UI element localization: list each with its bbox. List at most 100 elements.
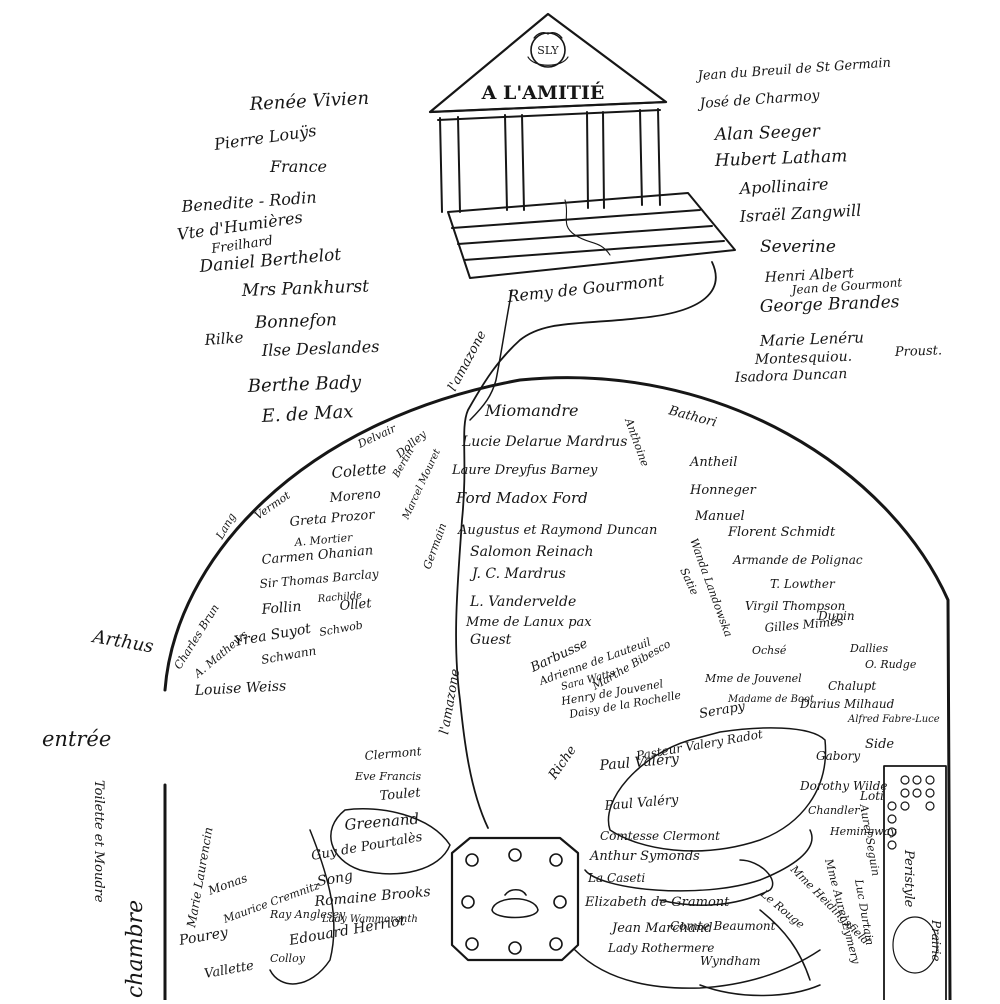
right-name-7: Henri Albert [763,265,854,286]
dome-name-48: Alfred Fabre-Luce [847,714,940,725]
dome-name-44: Dallies [849,642,888,655]
lower-name-35: Hemingway [829,825,897,838]
dome-name-14: Greta Prozor [289,508,376,530]
dome-name-12: Colette [331,459,388,482]
lower-name-1: Serapy [698,699,747,722]
dome-name-36: Manuel [694,509,745,524]
lower-name-19: Romaine Brooks [313,884,431,910]
left-name-0: Renée Vivien [248,88,369,115]
dome-name-4: Augustus et Raymond Duncan [457,523,657,538]
lower-name-33: Side [865,737,894,752]
lower-name-10: Elizabeth de Gramont [584,895,730,910]
dome-name-33: Bathori [666,403,718,430]
lower-name-2: Pasteur Valery Radot [634,727,764,763]
right-name-11: Montesquiou. [754,349,853,368]
lower-name-4: Dorothy Wilde [799,779,888,793]
left-name-10: Ilse Deslandes [260,337,379,360]
lower-name-16: Eve Francis [354,770,421,783]
dome-name-24: Louise Weiss [193,678,286,699]
amazone-path-upper [469,289,513,421]
dome-name-3: Ford Madox Ford [455,489,588,507]
temple-emblem-wreath [530,32,566,68]
temple-architrave [429,101,667,121]
dome-name-34: Antheil [689,455,737,470]
lower-name-13: Comte Beaumont [670,919,776,933]
left-name-2: France [269,157,327,176]
lower-name-6: Paul Valéry [603,793,680,815]
right-name-1: José de Charmoy [696,88,821,113]
dome-name-35: Honneger [689,483,757,498]
temple-emblem-text: SLY [537,44,559,57]
lower-name-40: Aurel Seguin [857,802,883,877]
left-name-11: Berthe Bady [246,372,362,397]
dome-name-50: Satie [677,566,701,598]
dome-name-13: Moreno [328,487,382,507]
temple-inscription: A L'AMITIÉ [481,81,605,104]
dome-name-20: Ollet [339,596,373,614]
dome-name-43: Ochsé [752,644,787,657]
dome-name-27: Lang [213,511,239,543]
dome-name-18: Rachilde [316,590,362,605]
right-name-10: Marie Lenéru [759,328,865,350]
lower-name-5: Chandler [808,804,860,817]
central-fountain [450,836,580,962]
lower-name-27: Ray Anglesey [269,908,346,921]
lower-name-3: Gabory [816,749,860,763]
amazone-path [455,261,717,829]
dome-name-39: T. Lowther [770,577,836,591]
dome-name-45: O. Rudge [865,658,917,671]
dome-name-2: Laure Dreyfus Barney [451,463,598,478]
label-chambre: chambre [123,900,148,998]
lower-name-21: Monas [205,871,249,898]
dome-name-56: Mme de Jouvenel [704,672,802,685]
dome-name-19: Follin [260,599,302,618]
dome-name-1: Lucie Delarue Mardrus [461,434,627,450]
dome-name-8: Mme de Lanux pax [465,615,592,630]
right-name-4: Apollinaire [737,174,829,198]
lower-name-11: Jean Marchand [609,921,713,936]
temple-drawing: SLY A L'AMITIÉ [428,12,736,279]
right-name-9: George Brandes [759,292,900,317]
left-name-8: Bonnefon [253,310,337,333]
dome-name-6: J. C. Mardrus [469,566,566,582]
right-name-13: Isadora Duncan [734,366,848,386]
temple-crack [564,199,611,256]
lower-name-29: Riche [545,743,579,783]
dome-name-57: Madame de Boot [727,694,815,705]
right-name-2: Alan Seeger [712,121,821,145]
label-remy-de-gourmont: Remy de Gourmont [505,271,665,307]
dome-name-7: L. Vandervelde [469,594,576,610]
garden-box: Peristyle Prairie [883,765,947,1001]
dome-name-0: Miomandre [484,401,579,420]
dome-name-42: Gilles Mimés [764,614,844,635]
lower-name-7: Comtesse Clermont [600,829,720,843]
right-name-0: Jean du Breuil de St Germain [694,56,891,85]
dome-name-37: Florent Schmidt [727,525,836,540]
dome-name-47: Darius Milhaud [799,697,895,711]
lower-name-9: La Caseti [587,871,645,885]
dome-name-41: Dupin [817,609,855,623]
right-name-5: Israël Zangwill [738,201,861,226]
lower-name-25: Colloy [270,952,306,965]
dome-outline [163,376,952,1002]
dome-name-5: Salomon Reinach [470,544,594,560]
left-name-7: Mrs Pankhurst [240,277,369,301]
lower-name-17: Guy de Pourtalès [310,830,424,864]
dome-name-15: A. Mortier [293,531,353,549]
lower-name-34: Loti [859,789,884,803]
dome-name-22: Schwob [318,619,363,639]
temple-steps [447,192,736,279]
lower-name-14: Wyndham [700,954,761,968]
left-name-12: E. de Max [260,401,354,427]
lower-name-12: Lady Rothermere [607,941,714,955]
lower-name-15: Greenand [344,810,420,834]
left-name-9: Rilke [203,328,244,349]
lower-name-31: Clermont [364,744,422,763]
dome-name-38: Armande de Polignac [732,553,863,567]
dome-name-9: Guest [470,632,512,648]
lower-name-23: Pourey [177,924,230,949]
